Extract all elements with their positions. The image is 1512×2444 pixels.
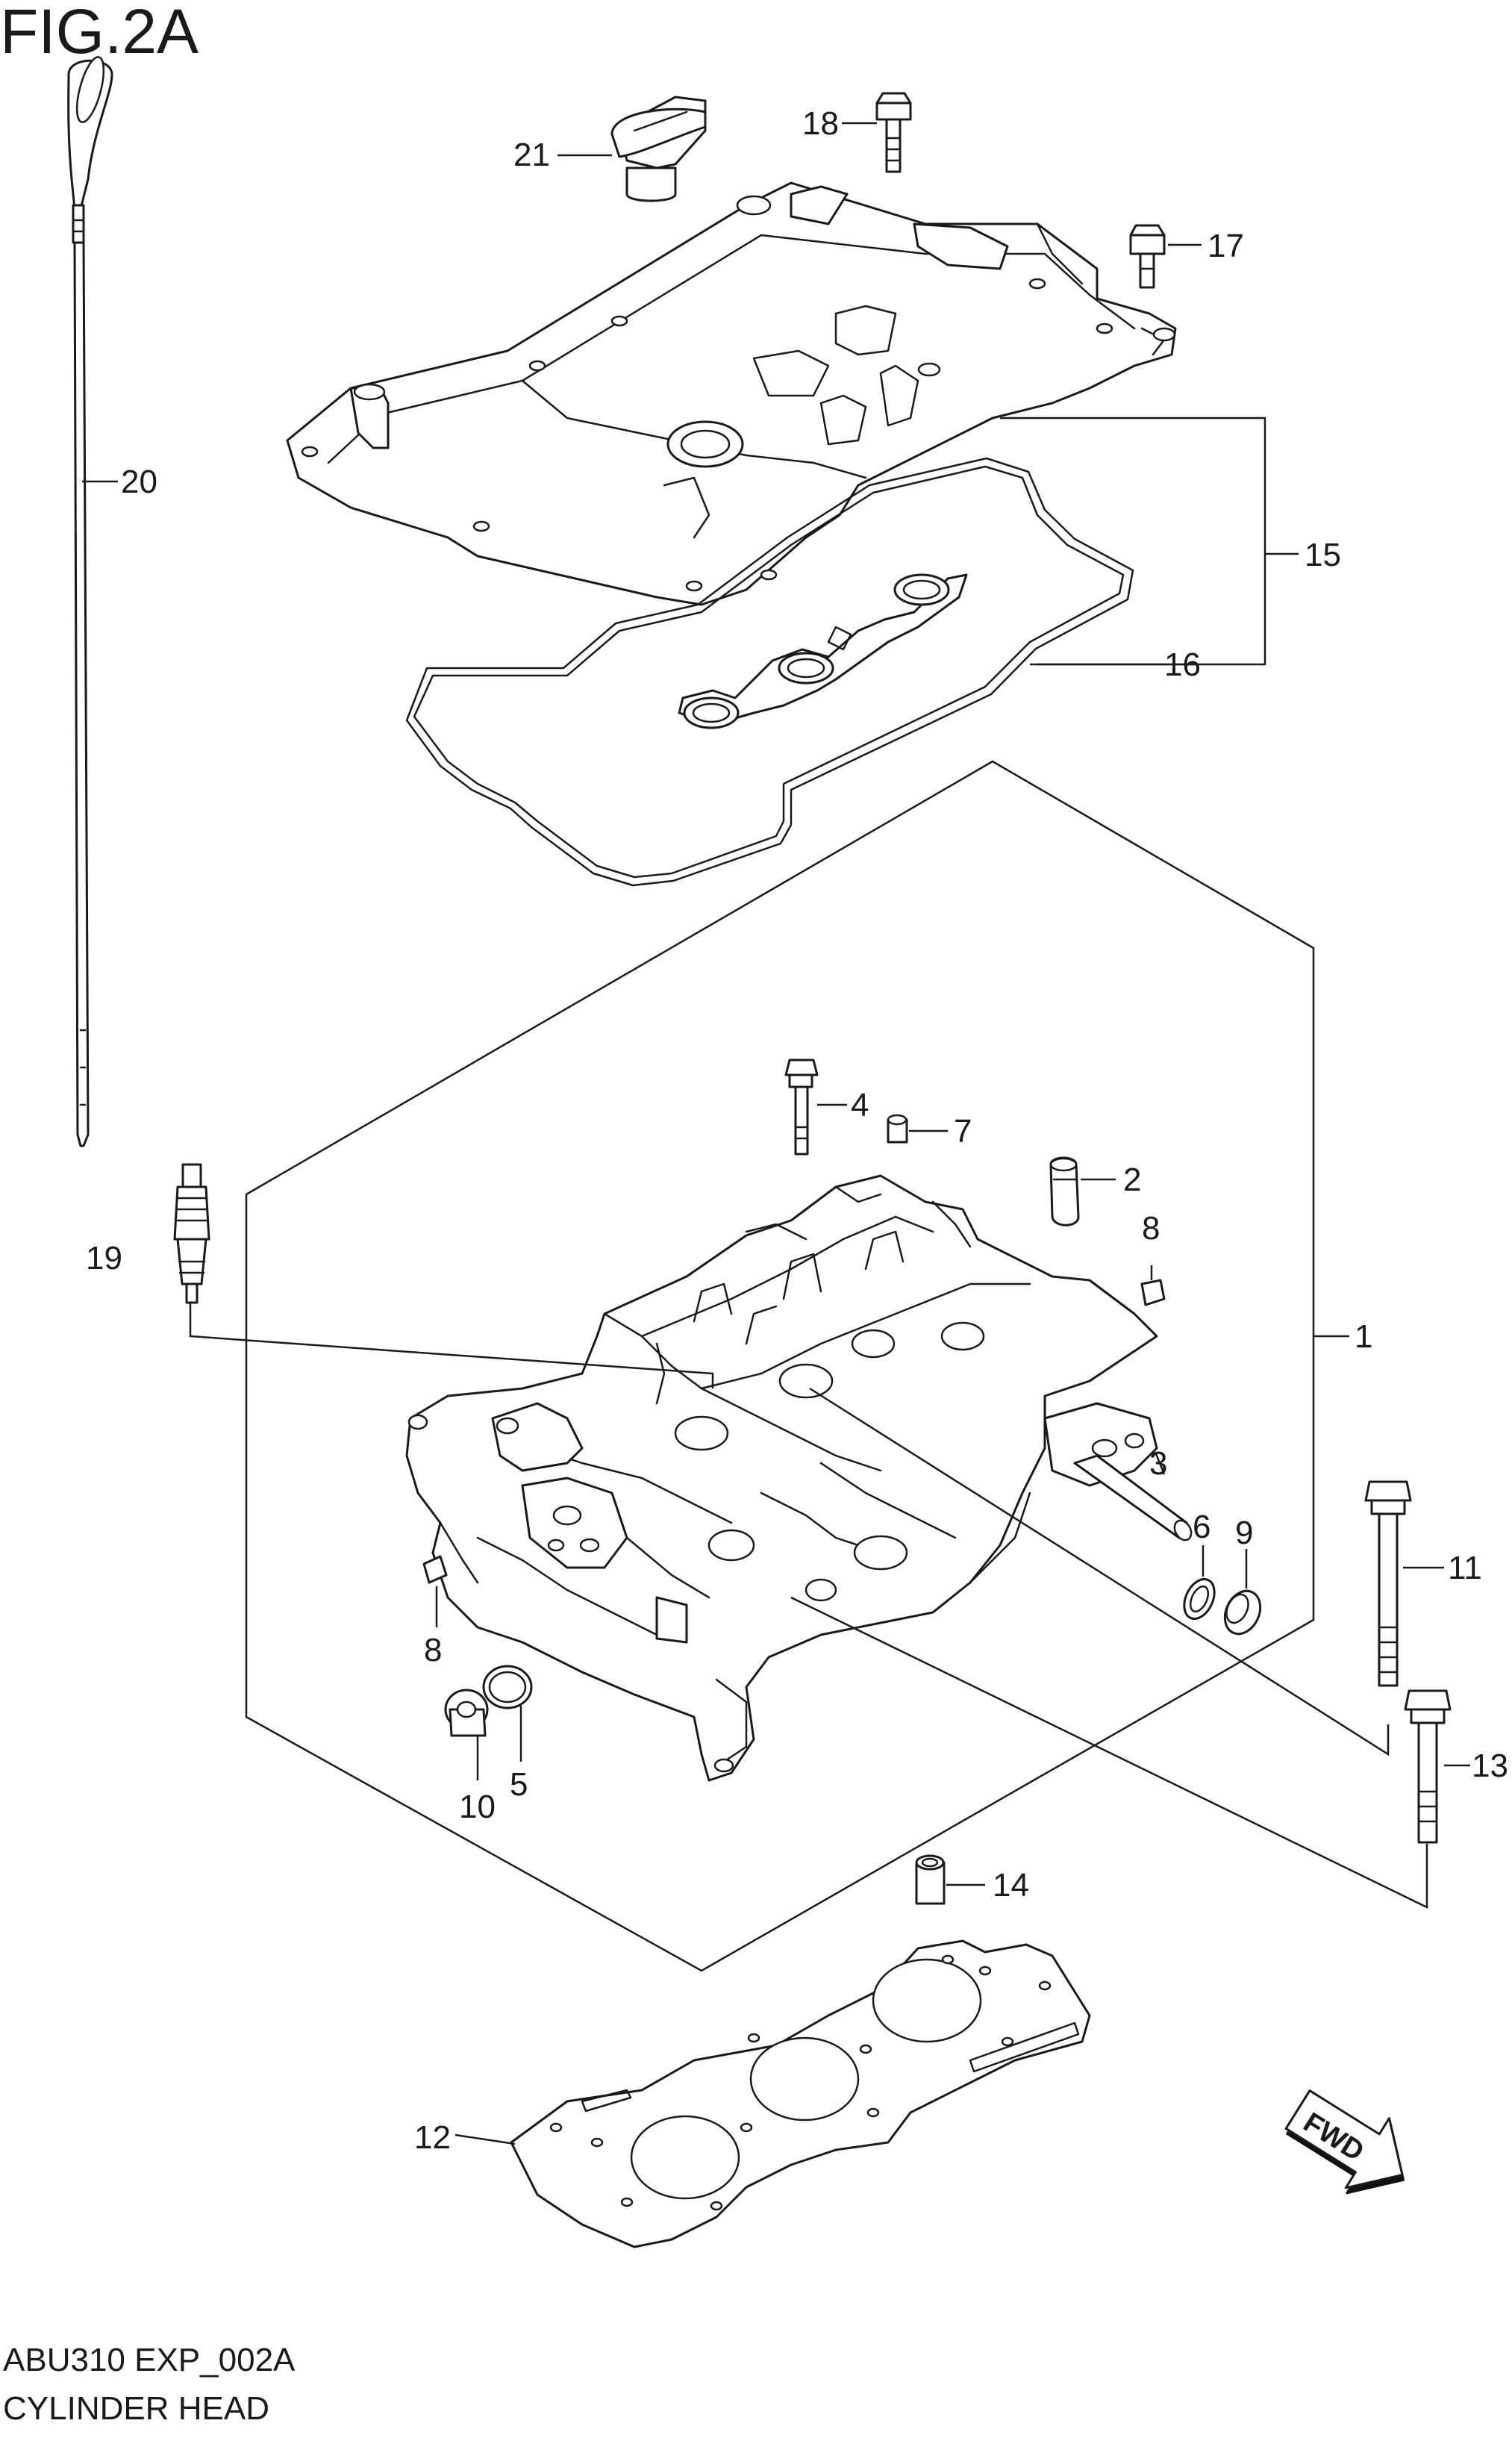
valve-guide-2-part (1049, 1156, 1080, 1226)
callout-21: 21 (513, 137, 550, 173)
callout-4: 4 (851, 1087, 869, 1123)
callout-20: 20 (121, 464, 157, 500)
dowel-7-part (887, 1114, 908, 1144)
plug-8-lower-part (422, 1555, 448, 1584)
callout-16: 16 (1164, 646, 1201, 683)
callout-1: 1 (1355, 1318, 1372, 1355)
dipstick-part (67, 56, 113, 1147)
callout-5: 5 (510, 1766, 528, 1803)
plug-8-upper-part (1140, 1279, 1166, 1306)
assembly-box-outline (245, 760, 1315, 1972)
callout-9: 9 (1235, 1515, 1253, 1551)
callout-12: 12 (414, 2119, 451, 2156)
callout-10: 10 (459, 1789, 496, 1825)
callout-11: 11 (1448, 1550, 1482, 1586)
callout-7: 7 (954, 1113, 972, 1150)
callout-18: 18 (802, 105, 839, 142)
bolt-11-part (1364, 1480, 1412, 1687)
bolt-18-part (875, 92, 912, 173)
callout-17: 17 (1208, 228, 1244, 264)
callout-2: 2 (1123, 1162, 1141, 1198)
callout-14: 14 (993, 1867, 1029, 1904)
cover-gasket-part (405, 457, 1134, 887)
callout-8-lower: 8 (424, 1632, 442, 1668)
cylinder-head-cover-part (286, 181, 1177, 606)
spark-plug-part (173, 1163, 210, 1304)
dowel-pin-3-part (1073, 1454, 1193, 1541)
figure-caption: CYLINDER HEAD (3, 2390, 269, 2427)
plug-10-part (444, 1689, 489, 1737)
cap-9-part (1223, 1589, 1262, 1636)
callout-3: 3 (1149, 1445, 1167, 1482)
model-code: ABU310 EXP_002A (3, 2342, 296, 2378)
head-gasket-part (510, 1939, 1091, 2248)
callout-13: 13 (1472, 1748, 1508, 1784)
callout-19: 19 (86, 1240, 122, 1276)
callout-15: 15 (1305, 537, 1341, 573)
dowel-14-part (915, 1854, 946, 1905)
callout-8-upper: 8 (1142, 1210, 1160, 1247)
o-ring-5-part (482, 1665, 533, 1709)
oil-filler-cap-part (610, 96, 707, 202)
leader-lines (82, 122, 1470, 2145)
fwd-arrow-icon: FWD (1284, 2089, 1405, 2195)
bolt-4-part (784, 1059, 819, 1156)
bolt-13-part (1404, 1689, 1452, 1844)
callout-6: 6 (1193, 1509, 1210, 1545)
callout-labels: 21 18 17 20 15 16 4 7 2 8 19 1 3 6 9 11 … (86, 105, 1508, 2156)
o-ring-6-part (1183, 1578, 1216, 1620)
cylinder-head-part (405, 1174, 1158, 1782)
bolt-17-part (1129, 224, 1166, 289)
figure-title: FIG.2A (0, 0, 199, 66)
